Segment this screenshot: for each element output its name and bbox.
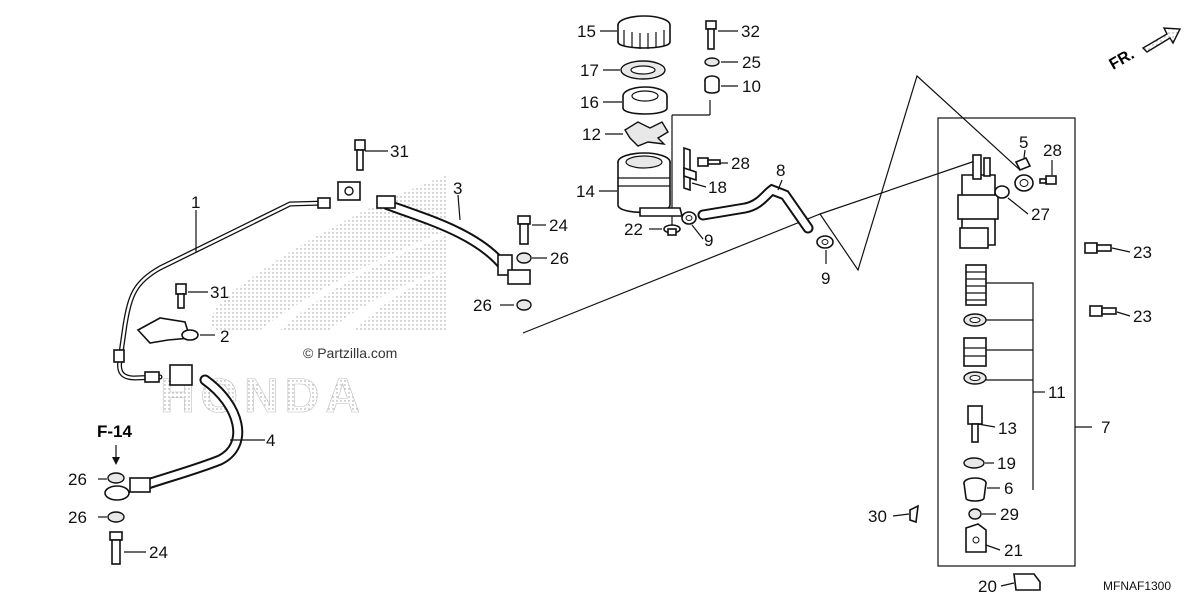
callout-22: 22 [624, 220, 643, 239]
reservoir-hose [697, 183, 814, 234]
callout-23b: 23 [1133, 307, 1152, 326]
clip-9-upper [681, 211, 697, 225]
stay-18 [683, 146, 697, 192]
callout-17: 17 [580, 61, 599, 80]
push-rod-13 [967, 405, 983, 443]
callout-27: 27 [1031, 205, 1050, 224]
callout-9a: 9 [704, 231, 713, 250]
bolt-31-lower [175, 283, 187, 309]
callout-labels: 1 2 3 4 5 6 7 8 9 9 10 11 12 13 14 15 16… [68, 22, 1152, 596]
callout-24b: 24 [149, 543, 168, 562]
front-direction-indicator: FR. [1107, 27, 1182, 74]
screw-28-right [1039, 175, 1057, 185]
callout-8: 8 [776, 161, 785, 180]
leader-lines [98, 30, 1131, 587]
washer-26-lower-a [107, 472, 125, 484]
callout-32: 32 [741, 22, 760, 41]
callout-5: 5 [1019, 133, 1028, 152]
callout-26d: 26 [68, 508, 87, 527]
callout-3: 3 [453, 179, 462, 198]
joint-5 [1014, 156, 1034, 192]
bolt-31-upper [354, 139, 366, 171]
reference-lines [522, 74, 1092, 567]
callout-29: 29 [1000, 505, 1019, 524]
screw-22 [663, 224, 681, 236]
oring-27 [994, 185, 1010, 199]
reservoir-body [617, 152, 684, 217]
brand-watermark: HONDA [160, 370, 366, 423]
callout-20: 20 [978, 577, 997, 596]
reference-label: F-14 [97, 422, 133, 441]
callout-30: 30 [868, 507, 887, 526]
piston [963, 337, 987, 367]
callout-26a: 26 [550, 249, 569, 268]
callout-2: 2 [220, 327, 229, 346]
circlip-19 [963, 457, 985, 469]
callout-19: 19 [997, 454, 1016, 473]
direction-label: FR. [1107, 46, 1138, 74]
callout-16: 16 [580, 93, 599, 112]
reservoir-diaphragm [622, 86, 668, 115]
callout-21: 21 [1004, 541, 1023, 560]
callout-11: 11 [1048, 383, 1066, 402]
washer-26-lower-b [107, 511, 125, 523]
arrow-up-icon [112, 457, 120, 465]
callout-6: 6 [1004, 479, 1013, 498]
bolt-23-upper [1084, 242, 1112, 254]
callout-31b: 31 [210, 283, 229, 302]
washer-26-upper [516, 252, 532, 264]
callout-28a: 28 [731, 154, 750, 173]
callout-4: 4 [266, 431, 275, 450]
callout-25: 25 [742, 53, 761, 72]
watermark: © Partzilla.com [303, 345, 397, 361]
callout-31a: 31 [390, 142, 409, 161]
callout-26c: 26 [68, 470, 87, 489]
diaphragm-plate [624, 121, 669, 147]
callout-7: 7 [1101, 418, 1110, 437]
screw-28-upper [697, 157, 721, 167]
diagram-code: MFNAF1300 [1103, 579, 1171, 593]
bolt-24-lower [109, 531, 123, 565]
joint-21 [965, 523, 987, 553]
joint-20 [1013, 573, 1041, 591]
callout-14: 14 [576, 182, 595, 201]
brake-pipe [113, 197, 331, 383]
bolt-32 [705, 20, 717, 50]
pipe-clamp [136, 317, 199, 344]
callout-26b: 26 [473, 296, 492, 315]
honda-wing-watermark [211, 175, 448, 330]
reservoir-cap [617, 15, 671, 49]
spring [965, 264, 987, 306]
callout-18: 18 [708, 178, 727, 197]
cup-primary [963, 313, 987, 327]
washer-26-mid [516, 299, 532, 311]
callout-28b: 28 [1043, 141, 1062, 160]
callout-9b: 9 [821, 269, 830, 288]
callout-1: 1 [191, 193, 200, 212]
boot-6 [963, 477, 987, 502]
callout-15: 15 [577, 22, 596, 41]
collar-10 [704, 75, 720, 94]
washer-25 [704, 57, 720, 67]
callout-24a: 24 [549, 216, 568, 235]
arrow-icon [1141, 27, 1182, 53]
master-cylinder [957, 154, 999, 249]
bolt-23-lower [1089, 305, 1117, 317]
nut-29 [968, 508, 982, 520]
brake-hose-lower [104, 364, 244, 501]
callout-13: 13 [998, 419, 1017, 438]
callout-10: 10 [742, 77, 761, 96]
cup-secondary [963, 371, 987, 385]
brake-hose-upper [337, 181, 531, 285]
clip-9-lower [816, 235, 834, 249]
callout-23a: 23 [1133, 243, 1152, 262]
callout-12: 12 [582, 125, 601, 144]
bolt-24-upper [517, 215, 531, 245]
pin-30 [909, 504, 919, 524]
